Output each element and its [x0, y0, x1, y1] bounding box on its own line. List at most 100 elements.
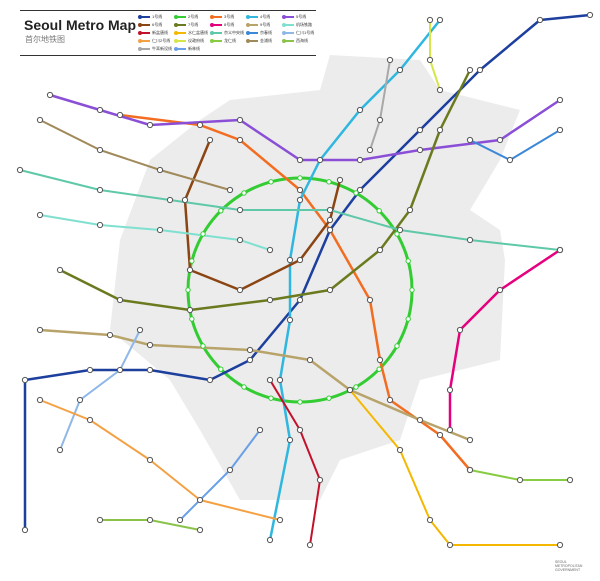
station-marker[interactable]	[296, 426, 304, 434]
metro-line-4[interactable]	[268, 19, 441, 541]
station-marker[interactable]	[96, 186, 104, 194]
station-marker[interactable]	[446, 541, 454, 549]
station-marker[interactable]	[296, 186, 304, 194]
station-marker[interactable]	[436, 431, 444, 439]
station-marker[interactable]	[406, 206, 414, 214]
station-marker[interactable]	[296, 156, 304, 164]
station-marker[interactable]	[236, 286, 244, 294]
metro-line-19[interactable]	[39, 119, 231, 191]
station-marker[interactable]	[466, 136, 474, 144]
station-marker[interactable]	[116, 366, 124, 374]
station-marker[interactable]	[296, 256, 304, 264]
station-marker[interactable]	[436, 86, 444, 94]
station-marker[interactable]	[276, 376, 284, 384]
station-marker[interactable]	[496, 286, 504, 294]
station-marker[interactable]	[316, 156, 324, 164]
station-marker[interactable]	[16, 166, 24, 174]
station-marker[interactable]	[356, 106, 364, 114]
metro-line-13[interactable]	[19, 169, 561, 251]
station-marker[interactable]	[409, 287, 415, 293]
station-marker[interactable]	[296, 196, 304, 204]
station-marker[interactable]	[236, 116, 244, 124]
station-marker[interactable]	[286, 316, 294, 324]
station-marker[interactable]	[466, 436, 474, 444]
station-marker[interactable]	[241, 190, 247, 196]
station-marker[interactable]	[21, 526, 29, 534]
station-marker[interactable]	[36, 326, 44, 334]
station-marker[interactable]	[116, 111, 124, 119]
station-marker[interactable]	[266, 296, 274, 304]
station-marker[interactable]	[394, 231, 400, 237]
station-marker[interactable]	[46, 91, 54, 99]
station-marker[interactable]	[297, 399, 303, 405]
station-marker[interactable]	[246, 346, 254, 354]
station-marker[interactable]	[396, 66, 404, 74]
station-marker[interactable]	[466, 236, 474, 244]
station-marker[interactable]	[189, 316, 195, 322]
station-marker[interactable]	[326, 286, 334, 294]
station-marker[interactable]	[36, 396, 44, 404]
station-marker[interactable]	[200, 343, 206, 349]
station-marker[interactable]	[566, 476, 574, 484]
station-marker[interactable]	[36, 211, 44, 219]
station-marker[interactable]	[146, 341, 154, 349]
station-marker[interactable]	[196, 496, 204, 504]
station-marker[interactable]	[556, 126, 564, 134]
station-marker[interactable]	[156, 166, 164, 174]
station-marker[interactable]	[416, 416, 424, 424]
station-marker[interactable]	[268, 395, 274, 401]
station-marker[interactable]	[226, 466, 234, 474]
station-marker[interactable]	[218, 208, 224, 214]
station-marker[interactable]	[218, 366, 224, 372]
station-marker[interactable]	[396, 226, 404, 234]
station-marker[interactable]	[436, 126, 444, 134]
station-marker[interactable]	[386, 56, 394, 64]
metro-line-9[interactable]	[39, 328, 471, 442]
station-marker[interactable]	[466, 466, 474, 474]
station-marker[interactable]	[136, 326, 144, 334]
station-marker[interactable]	[76, 396, 84, 404]
station-marker[interactable]	[297, 175, 303, 181]
station-marker[interactable]	[353, 190, 359, 196]
station-marker[interactable]	[56, 446, 64, 454]
station-marker[interactable]	[266, 376, 274, 384]
station-marker[interactable]	[106, 331, 114, 339]
station-marker[interactable]	[286, 256, 294, 264]
station-marker[interactable]	[226, 186, 234, 194]
station-marker[interactable]	[246, 356, 254, 364]
station-marker[interactable]	[396, 446, 404, 454]
station-marker[interactable]	[86, 416, 94, 424]
station-marker[interactable]	[516, 476, 524, 484]
metro-line-15[interactable]	[59, 329, 141, 451]
station-marker[interactable]	[268, 179, 274, 185]
station-marker[interactable]	[586, 11, 594, 19]
station-marker[interactable]	[405, 258, 411, 264]
station-marker[interactable]	[346, 386, 354, 394]
station-marker[interactable]	[236, 206, 244, 214]
station-marker[interactable]	[556, 541, 564, 549]
station-marker[interactable]	[36, 116, 44, 124]
station-marker[interactable]	[156, 226, 164, 234]
station-marker[interactable]	[356, 156, 364, 164]
station-marker[interactable]	[394, 343, 400, 349]
station-marker[interactable]	[206, 376, 214, 384]
station-marker[interactable]	[426, 16, 434, 24]
station-marker[interactable]	[186, 306, 194, 314]
station-marker[interactable]	[266, 536, 274, 544]
station-marker[interactable]	[326, 216, 334, 224]
station-marker[interactable]	[416, 146, 424, 154]
station-marker[interactable]	[286, 436, 294, 444]
station-marker[interactable]	[146, 516, 154, 524]
station-marker[interactable]	[405, 316, 411, 322]
station-marker[interactable]	[189, 258, 195, 264]
station-marker[interactable]	[446, 386, 454, 394]
station-marker[interactable]	[536, 16, 544, 24]
station-marker[interactable]	[276, 516, 284, 524]
station-marker[interactable]	[436, 16, 444, 24]
station-marker[interactable]	[86, 366, 94, 374]
station-marker[interactable]	[556, 246, 564, 254]
station-marker[interactable]	[353, 384, 359, 390]
station-marker[interactable]	[56, 266, 64, 274]
station-marker[interactable]	[326, 226, 334, 234]
station-marker[interactable]	[376, 366, 382, 372]
